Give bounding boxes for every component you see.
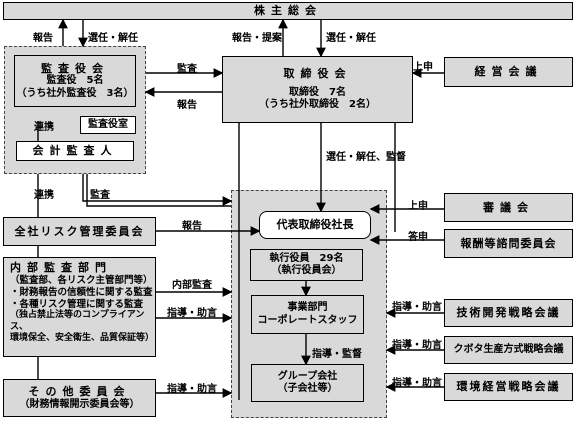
label-elect-2: 選任・解任 [326,33,376,44]
kubota-production-box: クボタ生産方式戦略会議 [444,336,573,364]
internal-audit-line-2: ・財務報告の信頼性に関する監査 [10,286,153,298]
label-audit-1: 監査 [177,64,197,75]
group-companies-label: グループ会社 [277,370,338,382]
label-coop-1: 連携 [34,122,54,133]
audit-board-members: 監査役 5名 [46,75,104,87]
audit-board-title: 監査役会 [41,61,109,75]
label-report-2: 報告 [177,100,197,111]
accounting-auditor-box: 会計監査人 [16,141,134,161]
board-outside: （うち社外取締役 2名） [259,99,376,111]
label-report-propose: 報告・提案 [232,33,282,44]
label-guidance-4: 指導・助言 [392,302,442,313]
label-guidance-6: 指導・助言 [392,378,442,389]
risk-committee-box: 全社リスク管理委員会 [3,217,156,246]
corporate-staff-label: コーポレートスタッフ [257,314,358,326]
internal-audit-title: 内部監査部門 [10,261,112,274]
label-guidance-1: 指導・助言 [167,308,217,319]
label-proposal-2: 上申 [408,201,428,212]
label-elect-supervise: 選任・解任、監督 [326,152,406,163]
label-proposal-1: 上申 [413,62,433,73]
label-report-1: 報告 [33,33,53,44]
management-meeting-box: 経営会議 [444,57,573,87]
board-members: 取締役 7名 [289,86,346,98]
audit-board-outside: （うち社外監査役 3名） [16,87,134,99]
label-internal-audit: 内部監査 [172,280,212,291]
label-coop-2: 連携 [34,190,54,201]
label-report-3: 報告 [182,221,202,232]
internal-audit-line-1: （監査部、各リスク主管部門等） [10,274,153,286]
shareholders-meeting-box: 株主総会 [3,2,573,20]
group-companies-box: グループ会社 （子会社等） [251,364,364,402]
compensation-committee-box: 報酬等諮問委員会 [444,229,573,258]
internal-audit-line-5: 環境保全、安全衛生、品質保証等） [10,332,155,343]
label-guidance-3: 指導・監督 [312,349,362,360]
audit-board-box: 監査役会 監査役 5名 （うち社外監査役 3名） [14,55,136,107]
label-guidance-2: 指導・助言 [167,384,217,395]
env-strategy-box: 環境経営戦略会議 [444,373,573,401]
business-divisions-label: 事業部門 [287,302,328,313]
other-committees-title: その他委員会 [28,384,131,398]
executive-officers-count: 執行役員 29名 [269,252,344,264]
audit-office-box: 監査役室 [80,116,136,134]
board-title: 取締役会 [283,67,352,81]
business-divisions-box: 事業部門 コーポレートスタッフ [251,295,364,334]
other-committees-sub: （財務情報開示委員会等） [19,398,140,410]
internal-audit-line-3: ・各種リスク管理に関する監査 [10,298,144,310]
label-audit-2: 監査 [90,190,110,201]
board-of-directors-box: 取締役会 取締役 7名 （うち社外取締役 2名） [222,56,413,123]
label-answer: 答申 [408,232,428,243]
deliberation-council-box: 審議会 [444,193,573,222]
internal-audit-box: 内部監査部門 （監査部、各リスク主管部門等） ・財務報告の信頼性に関する監査 ・… [3,257,156,357]
ceo-box: 代表取締役社長 [259,211,371,239]
label-elect-1: 選任・解任 [88,33,138,44]
executive-officers-council: （執行役員会） [271,265,342,276]
subsidiaries-label: （子会社等） [277,383,338,394]
label-guidance-5: 指導・助言 [392,340,442,351]
executive-officers-box: 執行役員 29名 （執行役員会） [250,249,363,281]
tech-strategy-box: 技術開発戦略会議 [444,299,573,327]
internal-audit-line-4: （独占禁止法等のコンプライアンス、 [10,310,145,332]
other-committees-box: その他委員会 （財務情報開示委員会等） [3,379,156,417]
